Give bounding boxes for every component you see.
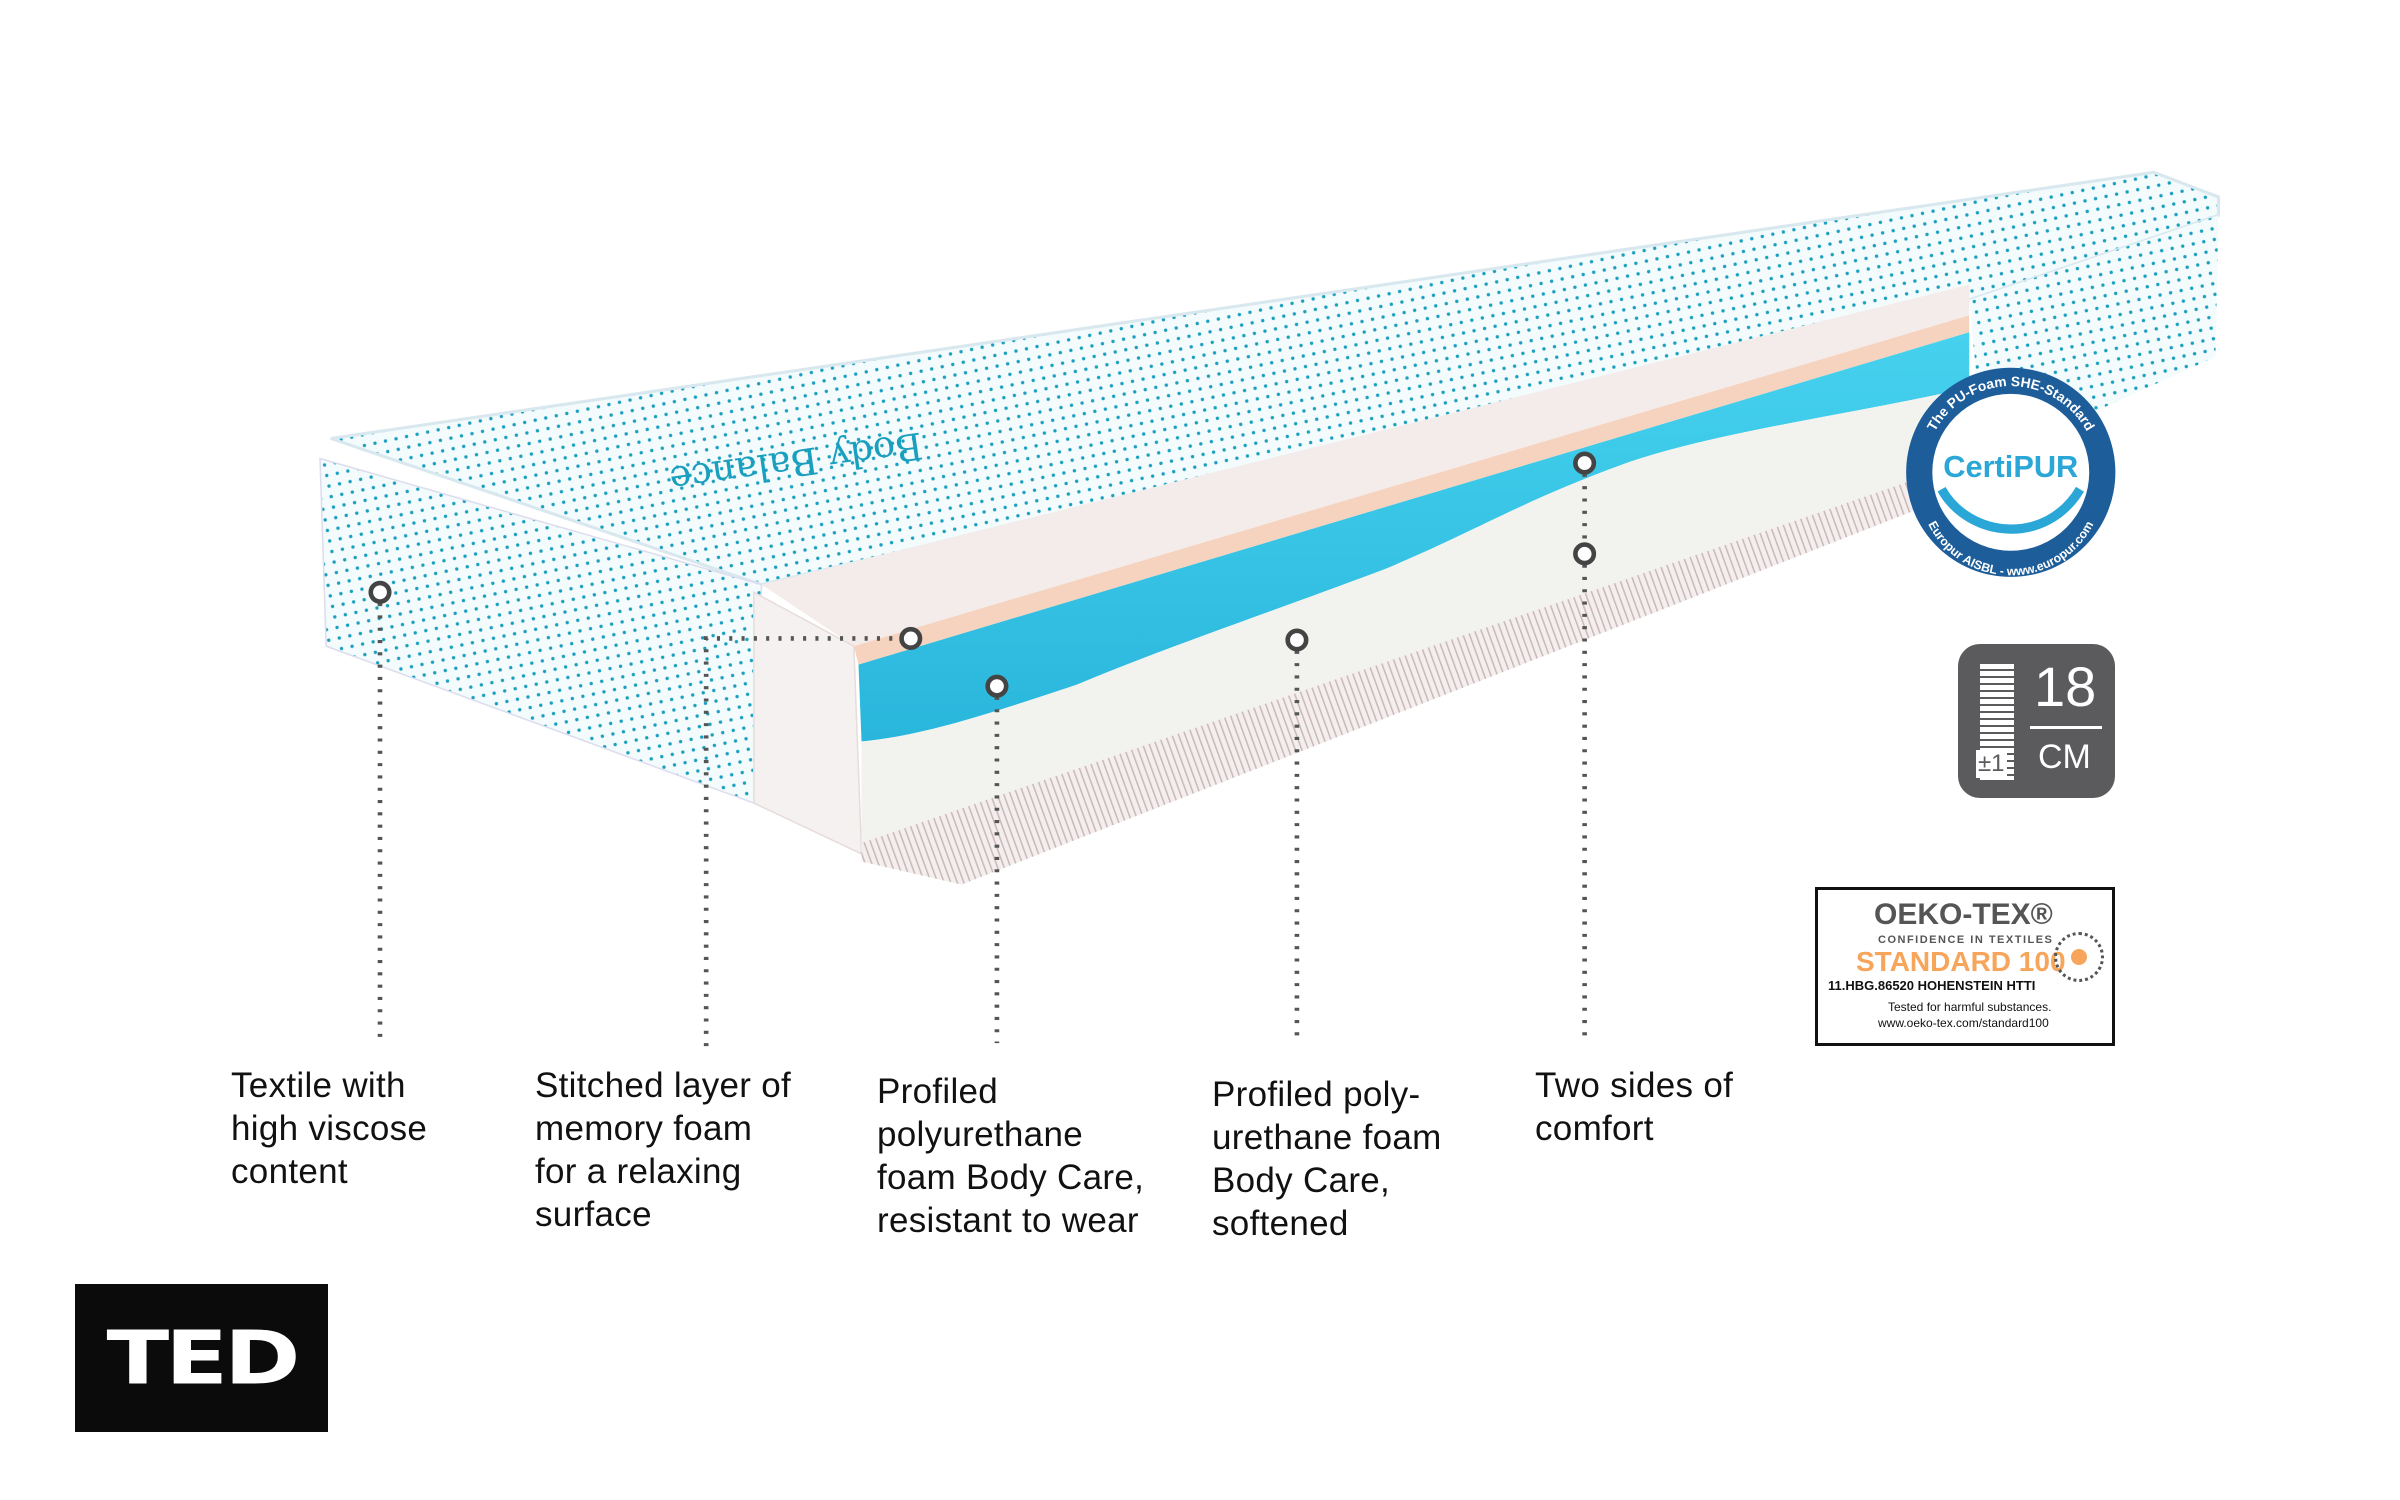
svg-text:CertiPUR: CertiPUR <box>1943 449 2078 484</box>
callout-two-sides: Two sides of comfort <box>1535 1066 1734 1148</box>
height-divider <box>2030 726 2102 729</box>
oekotex-flower-icon <box>2054 932 2104 982</box>
oekotex-label: OEKO-TEX® CONFIDENCE IN TEXTILES STANDAR… <box>1815 887 2115 1046</box>
height-tolerance: ±1 <box>1976 750 2007 778</box>
layer-memory-foam <box>853 315 1970 665</box>
callout-markers <box>368 451 1597 698</box>
oekotex-standard: STANDARD 100 <box>1856 946 2066 977</box>
layer-soft-foam <box>861 387 1985 862</box>
brand-logo-text: TED <box>106 1315 301 1401</box>
layer-top-quilt <box>761 284 1970 647</box>
layer-profiled-foam <box>858 332 1970 742</box>
callout-memory-foam: Stitched layer of memory foam for a rela… <box>535 1066 792 1234</box>
certipur-seal: CertiPUR The PU-Foam SHE-Standard Europu… <box>1906 367 2116 578</box>
callout-profiled-foam: Profiled polyurethane foam Body Care, re… <box>877 1072 1145 1240</box>
oekotex-url: www.oeko-tex.com/standard100 <box>1878 1016 2049 1030</box>
oekotex-note: Tested for harmful substances. <box>1888 1000 2052 1014</box>
oekotex-tagline: CONFIDENCE IN TEXTILES <box>1878 934 2054 946</box>
layer-bottom-quilt <box>861 455 2000 885</box>
leader-lines <box>377 473 1587 1047</box>
oekotex-title: OEKO-TEX® <box>1874 898 2053 931</box>
height-badge: ±1 18 CM <box>1958 644 2115 798</box>
callout-textile: Textile with high viscose content <box>231 1066 428 1191</box>
oekotex-code: 11.HBG.86520 HOHENSTEIN HTTI <box>1828 978 2036 993</box>
callout-softened-foam: Profiled poly- urethane foam Body Care, … <box>1212 1075 1442 1243</box>
height-value: 18 <box>2034 655 2097 718</box>
brand-logo: TED <box>75 1284 328 1432</box>
height-unit: CM <box>2038 738 2091 776</box>
